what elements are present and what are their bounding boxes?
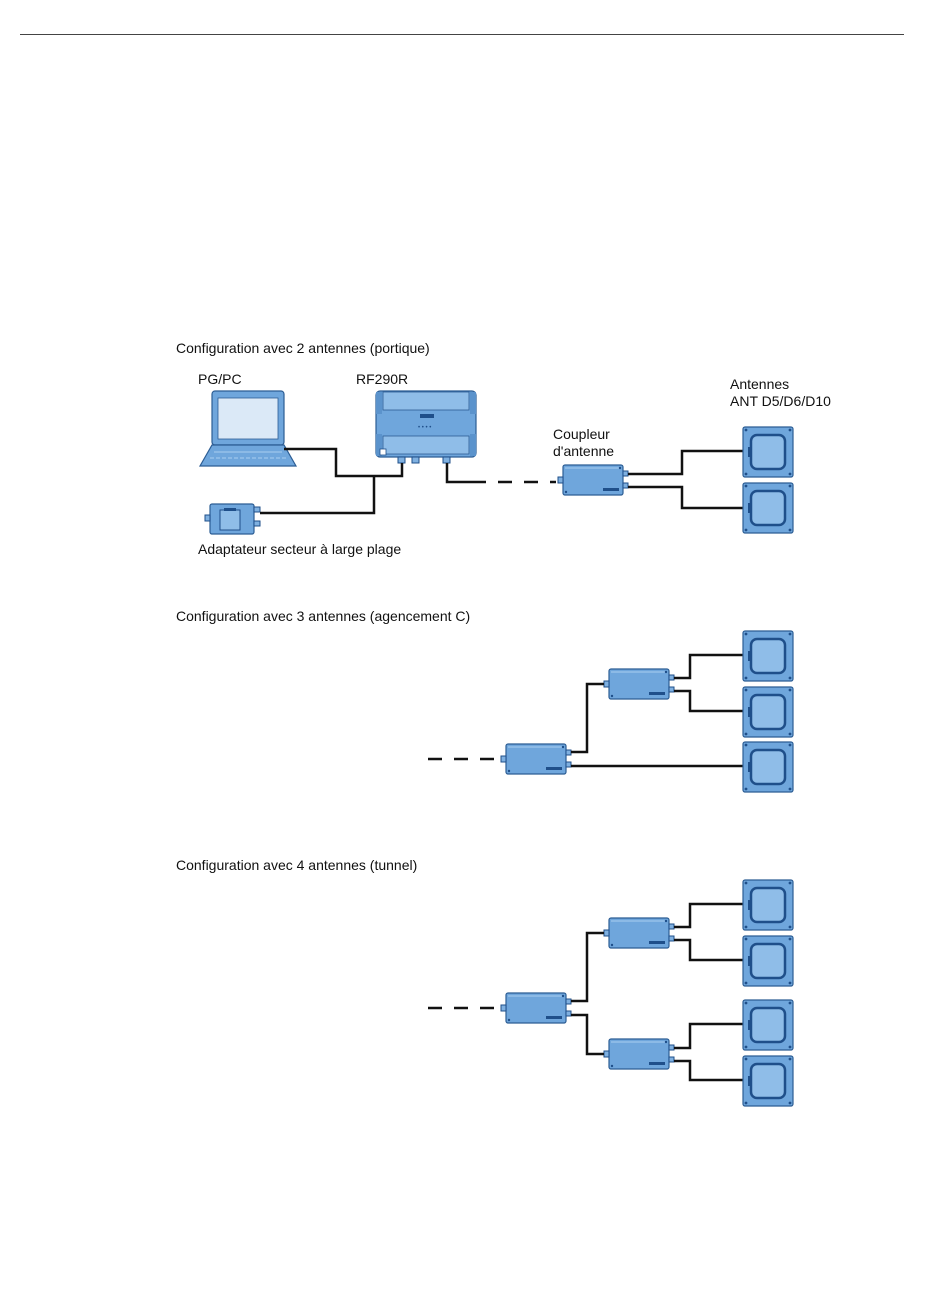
cable-to-antenna-1 <box>674 655 743 678</box>
laptop-icon <box>200 391 296 466</box>
antenna-icon <box>743 742 793 792</box>
antenna-icon <box>743 1000 793 1050</box>
cable-to-antenna-2 <box>674 691 743 711</box>
power-adapter-icon <box>205 504 260 534</box>
antenna-coupler-icon <box>604 1039 674 1069</box>
reader-device-icon: • • • • <box>376 391 476 463</box>
power-to-reader-cable <box>260 476 374 513</box>
antennas-label-line2: ANT D5/D6/D10 <box>730 393 831 409</box>
reader-label: RF290R <box>356 371 408 387</box>
antenna-coupler-icon <box>558 465 628 495</box>
antenna-icon <box>743 880 793 930</box>
cable-to-antenna-1 <box>674 904 743 927</box>
cable-to-antenna-2 <box>674 940 743 960</box>
coupler-label-line1: Coupleur <box>553 426 610 442</box>
section-title-1: Configuration avec 2 antennes (portique) <box>176 340 430 356</box>
antenna-icon <box>743 687 793 737</box>
pgpc-label: PG/PC <box>198 371 242 387</box>
antenna-coupler-icon <box>604 669 674 699</box>
antennas-label-line1: Antennes <box>730 376 789 392</box>
antenna-icon <box>743 631 793 681</box>
power-adapter-label: Adaptateur secteur à large plage <box>198 541 401 557</box>
cable-to-coupler <box>571 684 604 752</box>
antenna-icon <box>743 427 793 477</box>
cable-to-upper-coupler <box>571 933 604 1001</box>
section-title-3: Configuration avec 4 antennes (tunnel) <box>176 857 417 873</box>
cable-to-antenna-4 <box>674 1061 743 1080</box>
cable-to-antenna-1 <box>628 451 743 474</box>
coupler-label-line2: d'antenne <box>553 443 614 459</box>
antenna-coupler-icon <box>501 993 571 1023</box>
cable-to-antenna-2 <box>628 487 743 508</box>
reader-output-cable <box>447 463 472 482</box>
antenna-coupler-icon <box>501 744 571 774</box>
antenna-icon <box>743 936 793 986</box>
antenna-icon <box>743 483 793 533</box>
cable-to-antenna-3 <box>674 1024 743 1048</box>
svg-text:• • • •: • • • • <box>418 425 431 431</box>
cable-to-lower-coupler <box>571 1015 604 1054</box>
antenna-icon <box>743 1056 793 1106</box>
antenna-coupler-icon <box>604 918 674 948</box>
section-title-2: Configuration avec 3 antennes (agencemen… <box>176 608 470 624</box>
